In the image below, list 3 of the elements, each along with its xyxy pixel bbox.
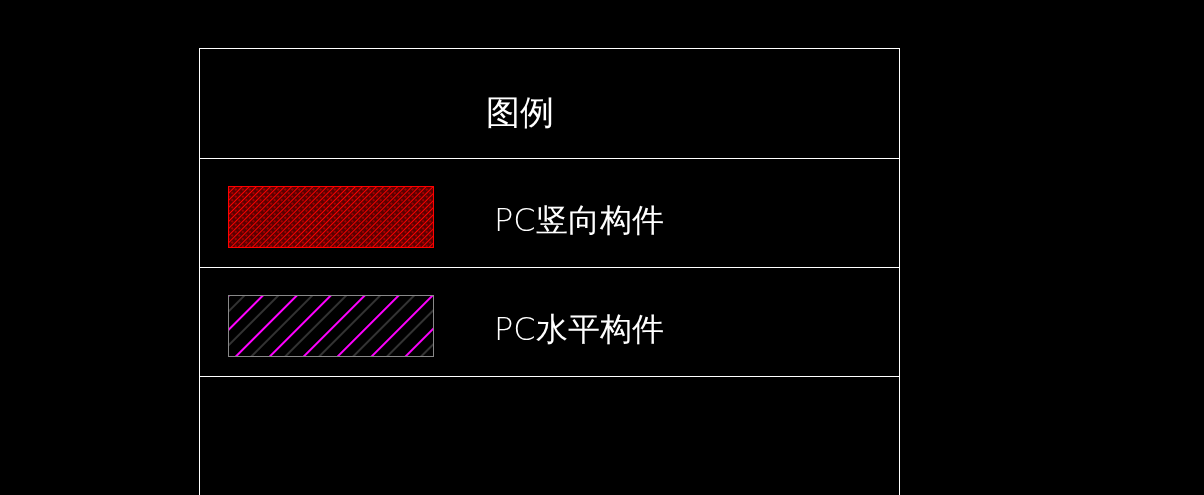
legend-text: PC竖向构件 — [494, 204, 664, 236]
legend-text: PC水平构件 — [494, 313, 664, 345]
legend-title: 图例 — [486, 95, 554, 129]
